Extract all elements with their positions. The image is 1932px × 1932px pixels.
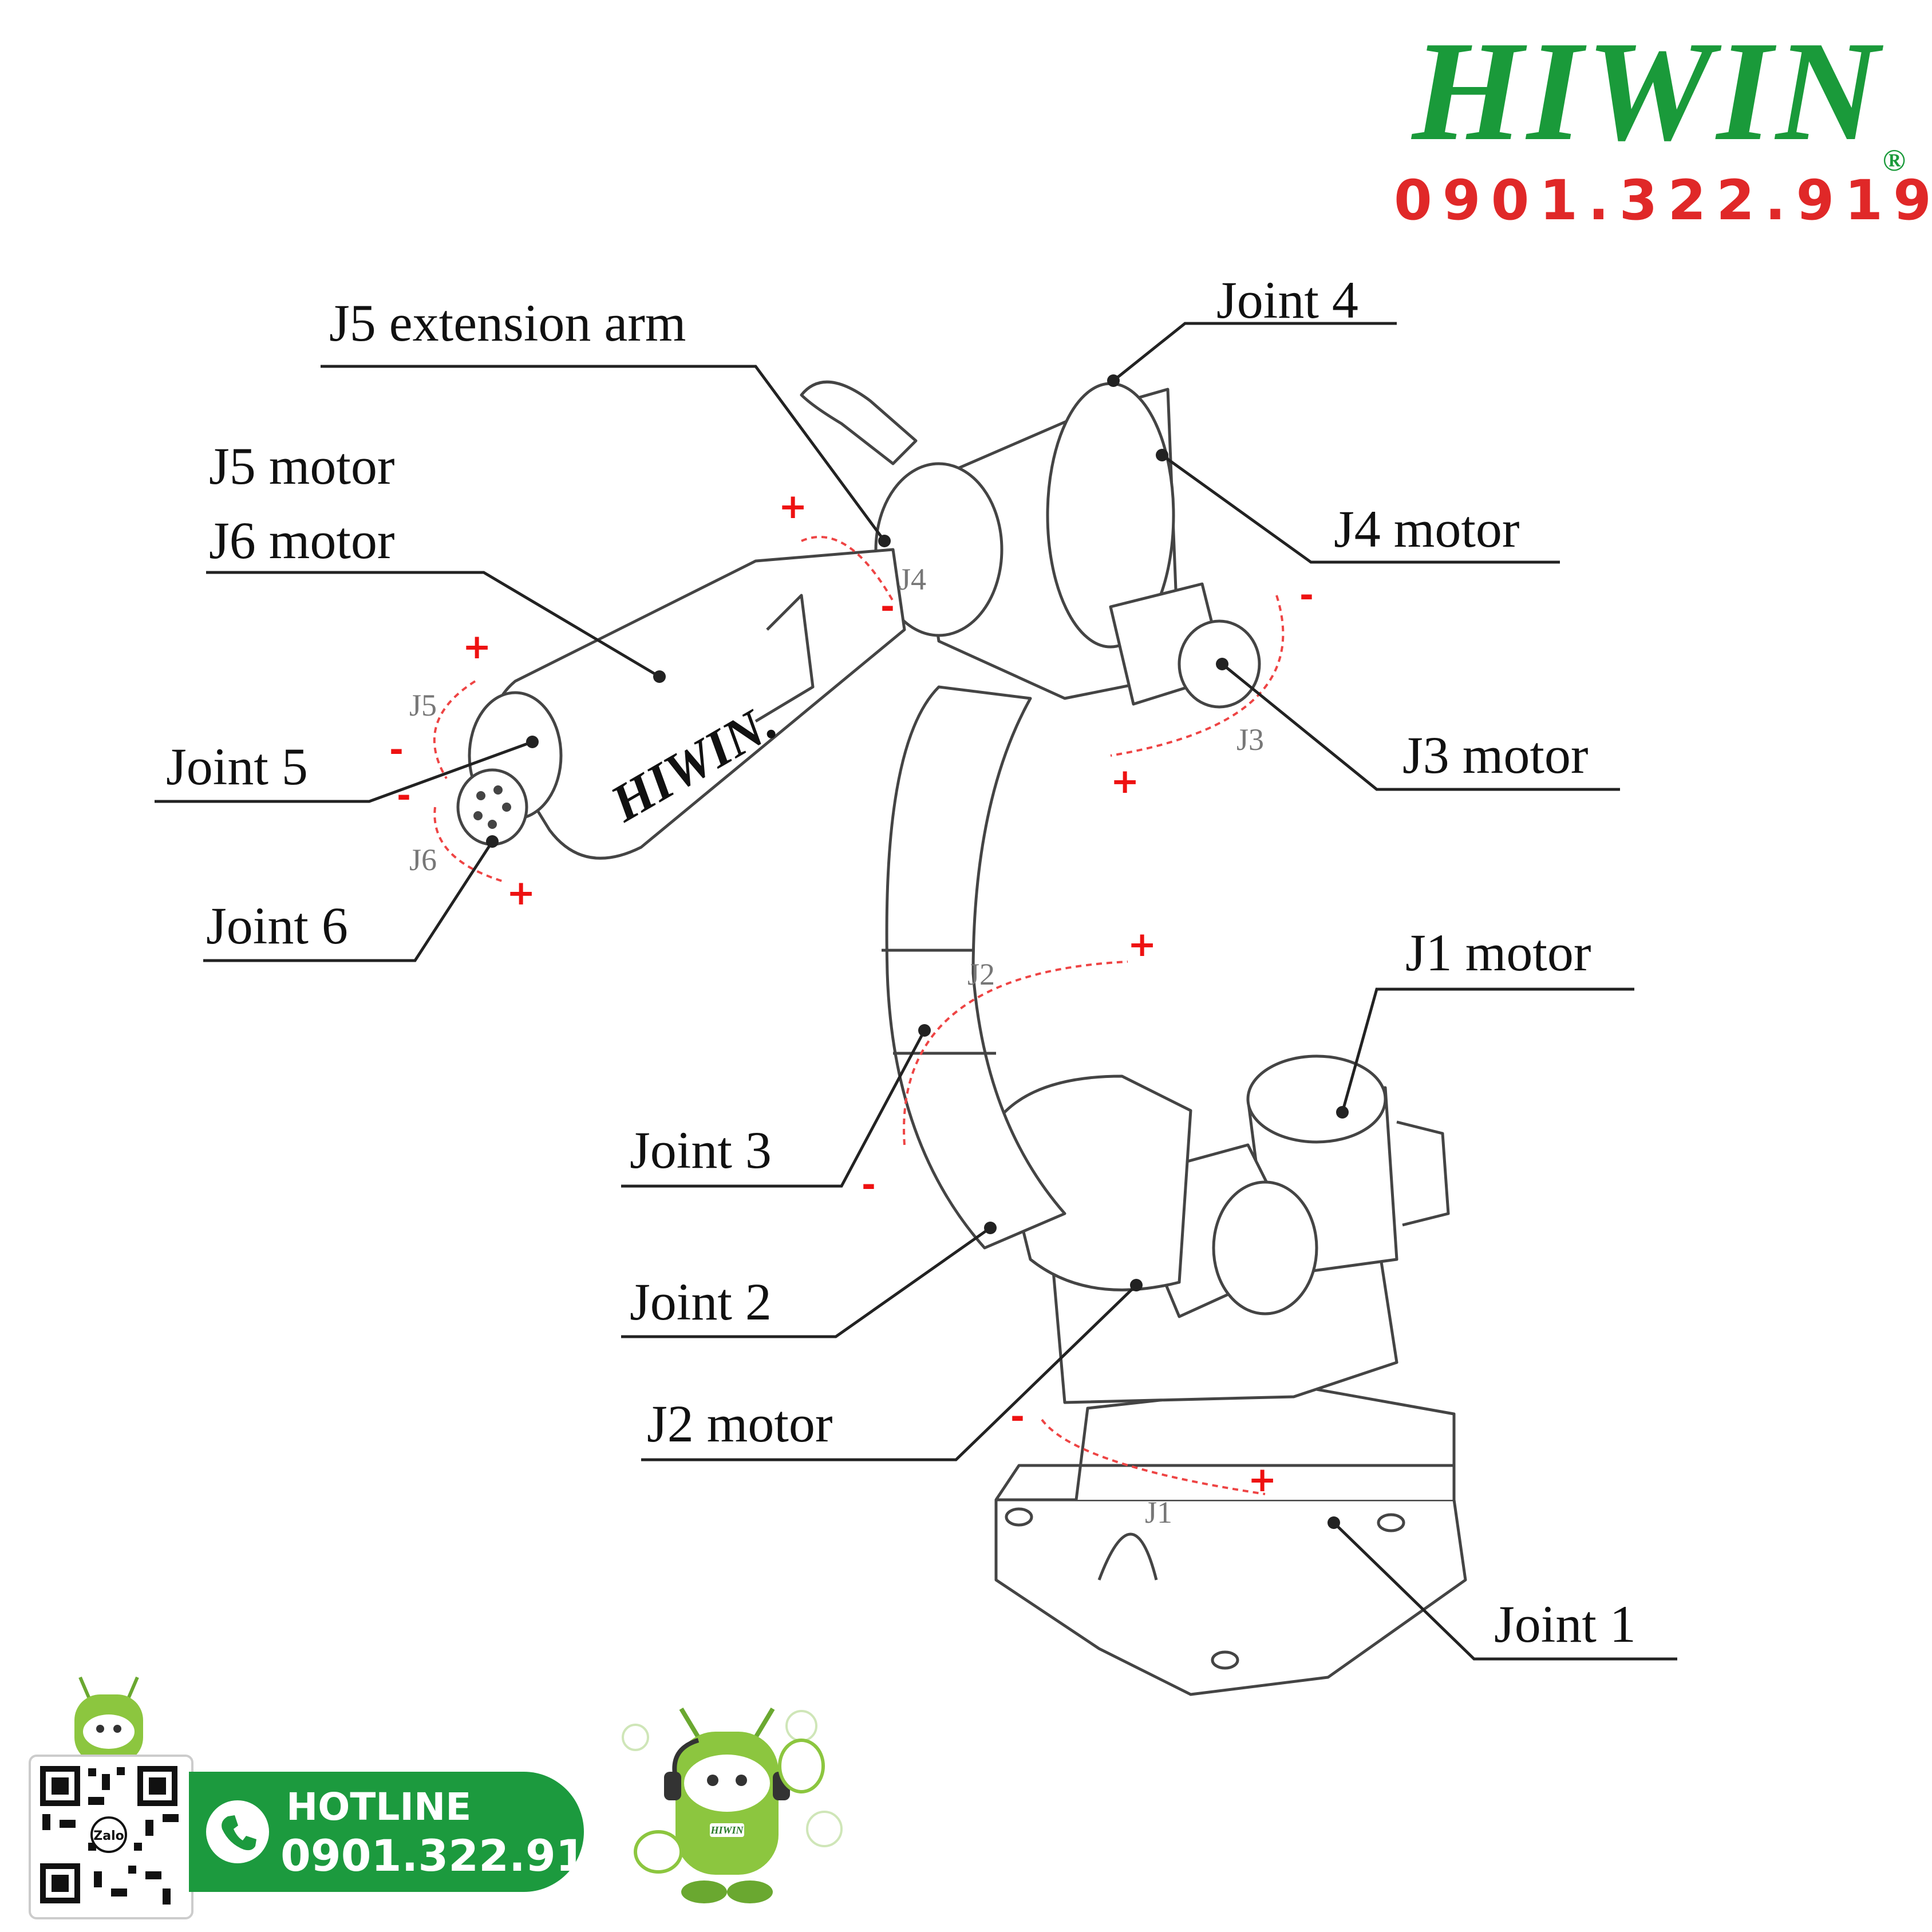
brand-logo: HIWIN® <box>1394 20 1909 178</box>
brand-phone: 0901.322.919 <box>1394 168 1932 232</box>
registered-mark: ® <box>1882 143 1909 177</box>
robot-lower-arm <box>885 685 1066 1250</box>
label-j4-motor: J4 motor <box>1334 500 1520 558</box>
j1-plus-sign: + <box>1248 1460 1277 1500</box>
j3-minus-sign: - <box>1299 575 1314 615</box>
label-j1-motor: J1 motor <box>1405 923 1591 982</box>
zalo-qr-code[interactable]: Zalo <box>29 1755 193 1919</box>
label-j3-motor: J3 motor <box>1402 726 1589 784</box>
robot-drawing <box>456 380 1467 1696</box>
leader-dots <box>486 374 1349 1529</box>
robot-forearm <box>493 548 906 860</box>
j5-plus-sign: + <box>463 627 491 667</box>
j4-plus-sign: + <box>779 487 807 527</box>
robot-j2-drum <box>994 1074 1192 1291</box>
j1-minus-sign: - <box>1010 1397 1025 1437</box>
hotline-title: HOTLINE <box>286 1785 472 1829</box>
label-joint5: Joint 5 <box>166 737 308 796</box>
leader-lines <box>155 322 1677 1661</box>
brand-name-text: HIWIN <box>1412 12 1883 171</box>
label-j2-motor: J2 motor <box>647 1394 833 1453</box>
j6-plus-sign: + <box>507 873 535 913</box>
hotline-number: 0901.322.919 <box>280 1830 617 1881</box>
label-j6-motor: J6 motor <box>209 511 395 570</box>
j4-minus-sign: - <box>880 587 895 627</box>
label-joint6: Joint 6 <box>206 896 348 955</box>
qr-zalo-label: Zalo <box>93 1829 124 1843</box>
j2-plus-sign: + <box>1128 924 1156 965</box>
rotation-j4-label: J4 <box>899 562 926 596</box>
label-joint3: Joint 3 <box>630 1121 772 1179</box>
rotation-j2-label: J2 <box>967 957 995 991</box>
robot-j6-flange <box>456 768 528 846</box>
footer-contact: Zalo HOTLINE 0901.322.919 HIWIN <box>23 1674 882 1919</box>
j2-minus-sign: - <box>862 1165 876 1205</box>
label-joint2: Joint 2 <box>630 1273 772 1331</box>
rotation-indicators <box>433 536 1285 1495</box>
qr-mascot-icon <box>74 1676 143 1763</box>
rotation-j5-label: J5 <box>409 688 437 722</box>
rotation-j3-label: J3 <box>1236 722 1264 757</box>
hotline-button[interactable]: HOTLINE 0901.322.919 <box>189 1772 617 1892</box>
label-joint4: Joint 4 <box>1216 271 1358 329</box>
label-joint1: Joint 1 <box>1494 1595 1636 1653</box>
rotation-j6-label: J6 <box>409 843 437 877</box>
j3-plus-sign: + <box>1111 761 1139 801</box>
mascot-badge: HIWIN <box>710 1824 744 1836</box>
label-j5-motor: J5 motor <box>209 437 395 495</box>
support-mascot-icon: HIWIN <box>622 1707 843 1903</box>
label-j5-extension-arm: J5 extension arm <box>329 294 686 352</box>
phone-icon <box>206 1800 269 1863</box>
qr-code-icon: Zalo <box>40 1766 179 1905</box>
j6-minus-sign: - <box>397 776 411 816</box>
rotation-text: J4 J5 J6 J3 J2 J1 + - + - - + - + + - - … <box>389 487 1314 1530</box>
j5-minus-sign: - <box>389 730 404 770</box>
rotation-j1-label: J1 <box>1145 1495 1172 1530</box>
brand-header: HIWIN® 0901.322.919 <box>1394 20 1932 233</box>
